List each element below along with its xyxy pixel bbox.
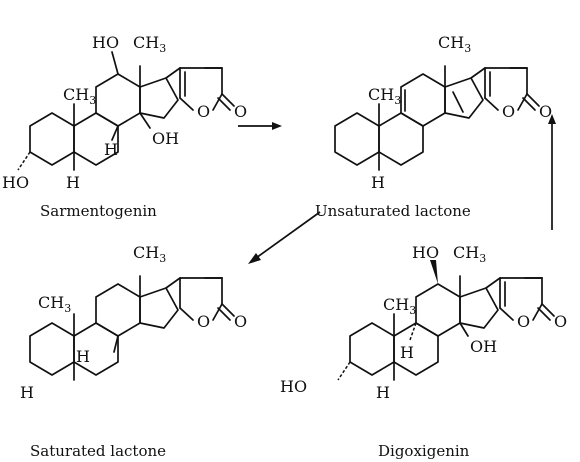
- label-ch3-top: CH3: [133, 243, 166, 265]
- label-ho-left: HO: [280, 377, 307, 396]
- label-o-ring: O: [517, 312, 530, 331]
- label-ho-left: HO: [2, 173, 29, 192]
- label-h-mid: H: [104, 140, 118, 159]
- label-o-carbonyl: O: [234, 312, 247, 331]
- label-o-carbonyl: O: [234, 102, 247, 121]
- label-ch3-ring: CH3: [383, 295, 416, 317]
- label-ch3-top: CH3: [133, 33, 166, 55]
- arrow-sarmentogenin-to-unsaturated: [238, 122, 282, 130]
- label-ch3-top: CH3: [438, 33, 471, 55]
- label-oh-mid: OH: [470, 337, 497, 356]
- label-h-mid: H: [76, 347, 90, 366]
- label-o-carbonyl: O: [554, 312, 567, 331]
- compound-name: Unsaturated lactone: [315, 202, 471, 220]
- compound-unsaturated-lactone: CH3 CH3 H O O Unsaturated lactone: [315, 33, 552, 220]
- label-oh-mid: OH: [152, 129, 179, 148]
- label-ch3-ring: CH3: [368, 85, 401, 107]
- label-ch3-ring: CH3: [38, 293, 71, 315]
- label-h-bottom: H: [66, 173, 80, 192]
- compound-sarmentogenin: HO CH3 CH3 H OH HO H O O Sarmentogenin: [2, 33, 247, 220]
- label-h-bottom: H: [371, 173, 385, 192]
- label-o-ring: O: [197, 312, 210, 331]
- compound-name: Sarmentogenin: [40, 202, 157, 220]
- label-ho-top: HO: [92, 33, 119, 52]
- label-h-bottom: H: [20, 383, 34, 402]
- arrow-unsaturated-to-saturated: [248, 211, 321, 264]
- label-ch3-top: CH3: [453, 243, 486, 265]
- compound-digoxigenin: HO CH3 CH3 H OH HO H O O Digoxigenin: [280, 243, 567, 460]
- compound-name: Digoxigenin: [378, 442, 470, 460]
- label-ch3-ring: CH3: [63, 85, 96, 107]
- compound-saturated-lactone: CH3 CH3 H H O O Saturated lactone: [20, 243, 247, 460]
- label-h-mid: H: [400, 343, 414, 362]
- label-o-ring: O: [502, 102, 515, 121]
- label-h-bottom: H: [376, 383, 390, 402]
- label-o-carbonyl: O: [539, 102, 552, 121]
- label-o-ring: O: [197, 102, 210, 121]
- compound-name: Saturated lactone: [30, 442, 166, 460]
- arrow-digoxigenin-to-unsaturated: [548, 114, 556, 230]
- label-ho-top: HO: [412, 243, 439, 262]
